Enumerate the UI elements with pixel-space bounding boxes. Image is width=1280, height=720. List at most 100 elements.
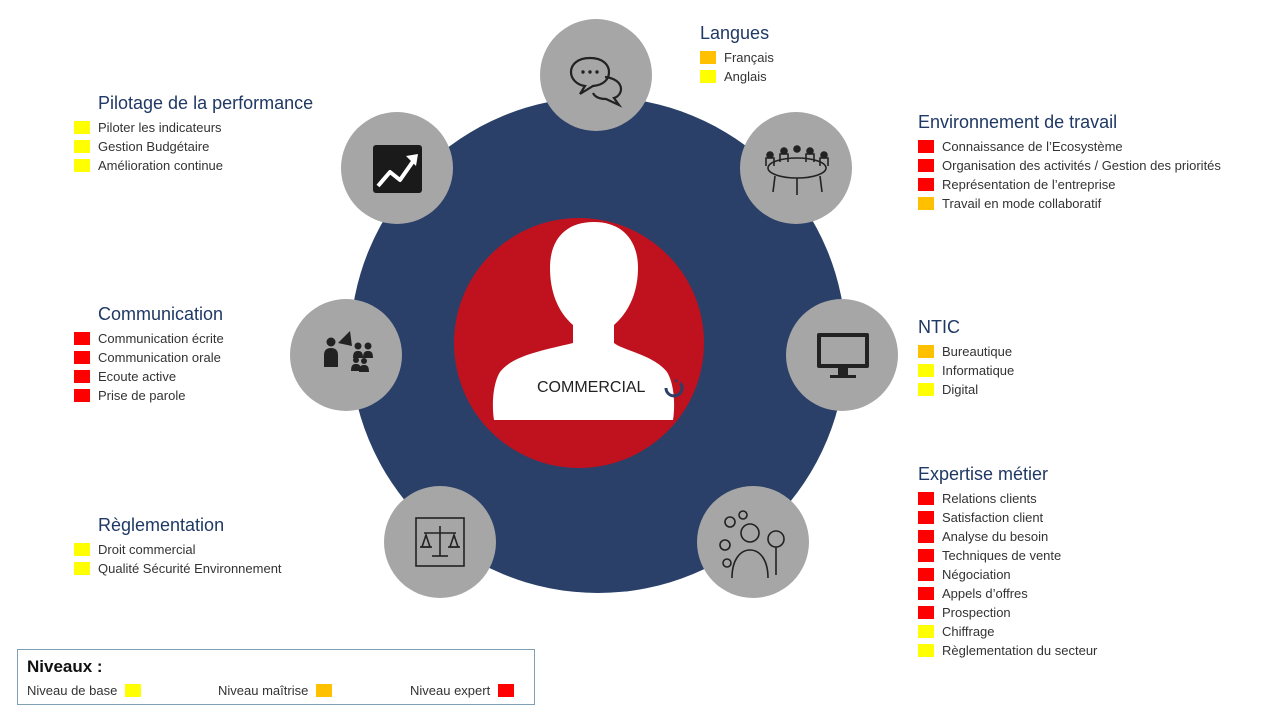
list-item: Organisation des activités / Gestion des… [918, 156, 1221, 175]
item-label: Prise de parole [98, 388, 186, 403]
item-label: Qualité Sécurité Environnement [98, 561, 282, 576]
level-swatch [918, 159, 934, 172]
item-label: Communication écrite [98, 331, 224, 346]
item-label: Satisfaction client [942, 510, 1044, 525]
level-swatch [918, 530, 934, 543]
level-swatch [918, 383, 934, 396]
item-label: Droit commercial [98, 542, 196, 557]
list-item: Chiffrage [918, 622, 1097, 641]
block-title: Environnement de travail [918, 112, 1118, 132]
item-label: Prospection [942, 605, 1011, 620]
item-label: Gestion Budgétaire [98, 139, 210, 154]
level-swatch [918, 492, 934, 505]
legend-box: Niveaux : Niveau de base Niveau maîtrise… [17, 649, 535, 705]
level-swatch [918, 364, 934, 377]
list-item: Connaissance de l’Ecosystème [918, 137, 1221, 156]
list-item: Prospection [918, 603, 1097, 622]
trend-chart-icon [373, 145, 422, 193]
level-swatch [700, 70, 716, 83]
level-swatch [918, 568, 934, 581]
scales-icon [415, 517, 465, 567]
list-item: Négociation [918, 565, 1097, 584]
list-item: Travail en mode collaboratif [918, 194, 1221, 213]
level-swatch [918, 606, 934, 619]
level-swatch [918, 140, 934, 153]
block-title: NTIC [918, 317, 960, 337]
item-label: Informatique [942, 363, 1015, 378]
list-item: Anglais [700, 67, 774, 86]
item-label: Techniques de vente [942, 548, 1062, 563]
level-swatch [74, 121, 90, 134]
item-label: Français [724, 50, 774, 65]
level-swatch [74, 370, 90, 383]
level-swatch [74, 351, 90, 364]
item-label: Communication orale [98, 350, 221, 365]
list-item: Qualité Sécurité Environnement [74, 559, 282, 578]
block-environnement: Environnement de travail Connaissance de… [918, 111, 1221, 213]
legend-swatch [316, 684, 333, 697]
list-item: Relations clients [918, 489, 1097, 508]
level-swatch [74, 543, 90, 556]
item-label: Digital [942, 382, 979, 397]
item-label: Représentation de l’entreprise [942, 177, 1116, 192]
item-label: Chiffrage [942, 624, 995, 639]
logo-icon [664, 376, 684, 398]
level-swatch [74, 389, 90, 402]
monitor-icon [817, 333, 869, 378]
level-swatch [918, 178, 934, 191]
item-label: Analyse du besoin [942, 529, 1049, 544]
level-swatch [74, 140, 90, 153]
list-item: Techniques de vente [918, 546, 1097, 565]
level-swatch [74, 562, 90, 575]
list-item: Digital [918, 380, 1014, 399]
item-label: Travail en mode collaboratif [942, 196, 1102, 211]
level-swatch [918, 625, 934, 638]
speech-bubbles-icon [569, 56, 623, 108]
list-item: Bureautique [918, 342, 1014, 361]
level-swatch [918, 511, 934, 524]
block-title: Expertise métier [918, 464, 1049, 484]
legend-swatch [125, 684, 142, 697]
list-item: Satisfaction client [918, 508, 1097, 527]
legend-label: Niveau maîtrise [218, 683, 309, 698]
list-item: Informatique [918, 361, 1014, 380]
block-title: Communication [98, 304, 224, 324]
circle-communication [290, 299, 402, 411]
list-item: Amélioration continue [74, 156, 313, 175]
list-item: Représentation de l’entreprise [918, 175, 1221, 194]
legend-label: Niveau de base [27, 683, 118, 698]
meeting-table-icon [765, 145, 829, 195]
item-label: Bureautique [942, 344, 1013, 359]
level-swatch [918, 345, 934, 358]
circle-environnement [740, 112, 852, 224]
item-label: Connaissance de l’Ecosystème [942, 139, 1123, 154]
list-item: Prise de parole [74, 386, 224, 405]
megaphone-people-icon [324, 331, 373, 372]
item-label: Anglais [724, 69, 767, 84]
legend-item-expert: Niveau expert [410, 683, 515, 698]
block-pilotage: Pilotage de la performance Piloter les i… [74, 92, 313, 175]
level-swatch [918, 549, 934, 562]
item-label: Piloter les indicateurs [98, 120, 222, 135]
list-item: Analyse du besoin [918, 527, 1097, 546]
level-swatch [74, 332, 90, 345]
list-item: Règlementation du secteur [918, 641, 1097, 660]
center-label: COMMERCIAL [537, 379, 646, 396]
list-item: Appels d’offres [918, 584, 1097, 603]
item-label: Règlementation du secteur [942, 643, 1098, 658]
block-title: Pilotage de la performance [98, 93, 314, 113]
item-label: Négociation [942, 567, 1011, 582]
list-item: Communication orale [74, 348, 224, 367]
item-label: Relations clients [942, 491, 1037, 506]
level-swatch [918, 644, 934, 657]
list-item: Gestion Budgétaire [74, 137, 313, 156]
level-swatch [918, 197, 934, 210]
